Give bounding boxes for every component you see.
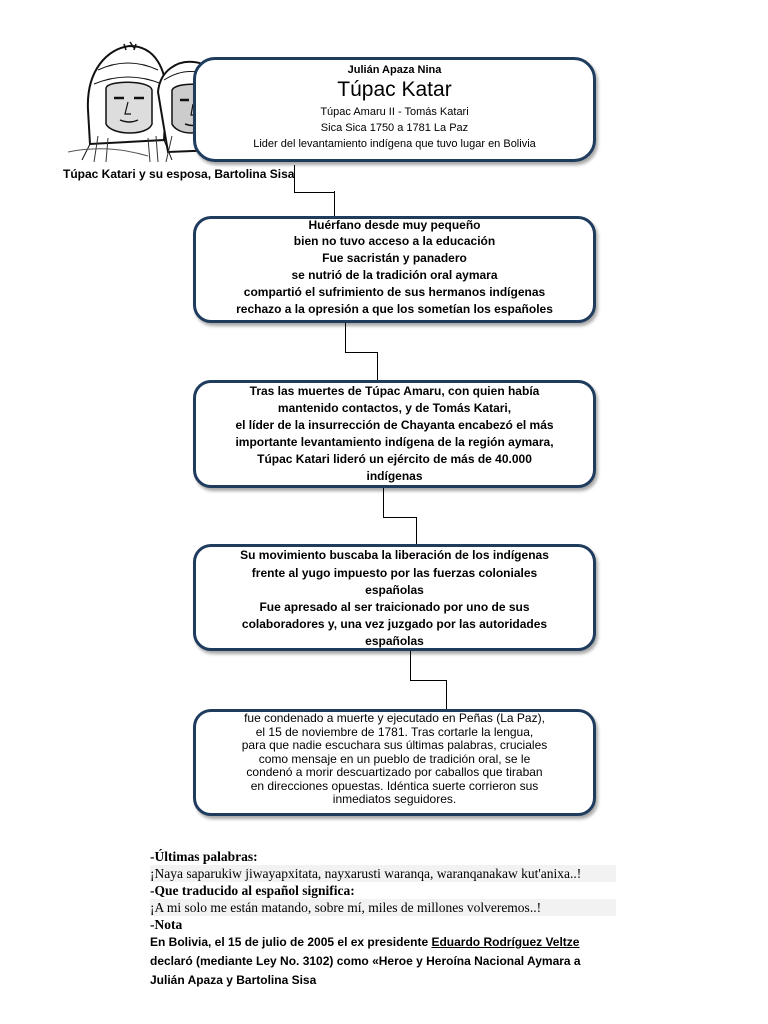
note-line: Julián Apaza y Bartolina Sisa bbox=[150, 971, 620, 990]
subtitle-line: Túpac Amaru II - Tomás Katari bbox=[196, 104, 593, 120]
box-line: colaboradores y, una vez juzgado por las… bbox=[196, 616, 593, 633]
box-line: en direcciones opuestas. Idéntica suerte… bbox=[196, 780, 593, 794]
execution-box: fue condenado a muerte y ejecutado en Pe… bbox=[193, 709, 596, 816]
box-line: frente al yugo impuesto por las fuerzas … bbox=[196, 564, 593, 582]
box-line: bien no tuvo acceso a la educación bbox=[196, 233, 593, 250]
box-line: compartió el sufrimiento de sus hermanos… bbox=[196, 284, 593, 301]
childhood-box: Huérfano desde muy pequeño bien no tuvo … bbox=[193, 216, 596, 323]
box-line: importante levantamiento indígena de la … bbox=[196, 434, 593, 451]
note-heading: -Nota bbox=[150, 916, 620, 933]
capture-box: Su movimiento buscaba la liberación de l… bbox=[193, 544, 596, 651]
translation-heading: -Que traducido al español significa: bbox=[150, 882, 620, 899]
box-line: inmediatos seguidores. bbox=[196, 793, 593, 807]
box-line: se nutrió de la tradición oral aymara bbox=[196, 267, 593, 284]
box-line: mantenido contactos, y de Tomás Katari, bbox=[196, 400, 593, 417]
box-line: rechazo a la opresión a que los sometían… bbox=[196, 301, 593, 318]
box-line: el 15 de noviembre de 1781. Tras cortarl… bbox=[196, 726, 593, 740]
connector bbox=[446, 680, 447, 710]
connector bbox=[345, 322, 378, 353]
box-line: Tras las muertes de Túpac Amaru, con qui… bbox=[196, 383, 593, 400]
box-line: condenó a morir descuartizado por caball… bbox=[196, 766, 593, 780]
author-name: Julián Apaza Nina bbox=[196, 63, 593, 77]
box-line: para que nadie escuchara sus últimas pal… bbox=[196, 739, 593, 753]
president-link[interactable]: Eduardo Rodríguez Veltze bbox=[431, 935, 579, 949]
text-span: mantenido contactos, y de bbox=[278, 401, 433, 415]
box-line: Túpac Katari lideró un ejército de más d… bbox=[196, 451, 593, 468]
title-box: Julián Apaza Nina Túpac Katar Túpac Amar… bbox=[193, 57, 596, 162]
box-line: fue condenado a muerte y ejecutado en Pe… bbox=[196, 712, 593, 726]
box-line: Fue sacristán y panadero bbox=[196, 250, 593, 267]
last-words-heading: -Últimas palabras: bbox=[150, 848, 620, 865]
box-line: Su movimiento buscaba la liberación de l… bbox=[196, 547, 593, 564]
description-line: Lider del levantamiento indígena que tuv… bbox=[196, 136, 593, 152]
text-span: Tras las muertes de bbox=[250, 384, 365, 398]
box-line: españolas bbox=[196, 633, 593, 650]
box-line: Fue apresado al ser traicionado por uno … bbox=[196, 599, 593, 616]
box-line: Huérfano desde muy pequeño bbox=[196, 217, 593, 233]
box-line: el líder de la insurrección de Chayanta … bbox=[196, 417, 593, 434]
name-tupac-amaru: Túpac Amaru bbox=[365, 384, 441, 398]
connector bbox=[294, 165, 335, 193]
notes-section: -Últimas palabras: ¡Naya saparukiw jiway… bbox=[150, 848, 620, 990]
dates-line: Sica Sica 1750 a 1781 La Paz bbox=[196, 120, 593, 136]
name-tomas-katari: Tomás Katari bbox=[433, 401, 508, 415]
box-line: como mensaje en un pueblo de tradición o… bbox=[196, 753, 593, 767]
connector bbox=[334, 191, 335, 217]
translation-text: ¡A mi solo me están matando, sobre mí, m… bbox=[150, 899, 616, 916]
image-caption: Túpac Katari y su esposa, Bartolina Sisa bbox=[63, 167, 294, 181]
connector bbox=[410, 649, 447, 681]
note-line: En Bolivia, el 15 de julio de 2005 el ex… bbox=[150, 933, 620, 952]
connector bbox=[377, 352, 378, 381]
last-words-text: ¡Naya saparukiw jiwayapxitata, nayxarust… bbox=[150, 865, 616, 882]
connector bbox=[416, 517, 417, 545]
page-title: Túpac Katar bbox=[196, 78, 593, 102]
text-span: , bbox=[508, 401, 511, 415]
box-line: indígenas bbox=[196, 468, 593, 485]
text-span: , con quien había bbox=[441, 384, 539, 398]
text-span: En Bolivia, el 15 de julio de 2005 el ex… bbox=[150, 935, 431, 949]
uprising-box: Tras las muertes de Túpac Amaru, con qui… bbox=[193, 380, 596, 488]
connector bbox=[383, 487, 417, 518]
note-line: declaró (mediante Ley No. 3102) como «He… bbox=[150, 952, 620, 971]
box-line: españolas bbox=[196, 582, 593, 599]
